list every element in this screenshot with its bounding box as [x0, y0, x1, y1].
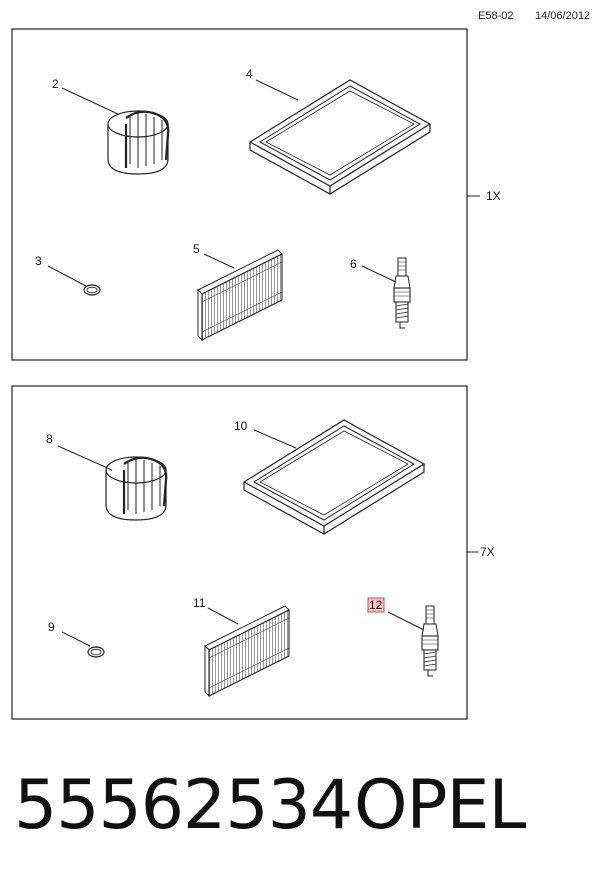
callout-label: 11 — [193, 596, 206, 610]
group-quantity: 7X — [480, 545, 495, 559]
callout-label: 6 — [350, 257, 357, 271]
seal-ring-icon — [87, 646, 105, 658]
spark-plug-icon — [421, 605, 439, 677]
part-number: 55562534 — [14, 766, 353, 845]
oil-filter-icon — [104, 455, 168, 522]
callout-highlight — [367, 597, 385, 613]
cabin-filter-icon — [197, 249, 283, 341]
callout-label: 5 — [193, 242, 200, 256]
callout-label: 2 — [52, 77, 59, 91]
brand-name: OPEL — [354, 766, 526, 845]
callout-label: 8 — [46, 432, 53, 446]
parts-diagram: 1X 2 4 3 5 6 7X 8 10 — [11, 28, 501, 720]
kit-group-2: 7X 8 10 9 11 12 — [11, 385, 495, 720]
cabin-filter-icon — [204, 605, 290, 697]
group-quantity: 1X — [486, 189, 501, 203]
diagram-date: 14/06/2012 — [535, 10, 591, 22]
diagram-code: E58-02 — [478, 10, 514, 22]
air-filter-icon — [249, 79, 431, 195]
callout-label: 10 — [234, 419, 248, 433]
oil-filter-icon — [106, 109, 170, 176]
kit-group-1: 1X 2 4 3 5 6 — [11, 28, 501, 361]
seal-ring-icon — [83, 284, 101, 296]
callout-label[interactable]: 12 — [369, 598, 383, 612]
spark-plug-icon — [393, 257, 411, 329]
callout-label: 3 — [35, 254, 42, 268]
callout-label: 9 — [48, 620, 55, 634]
group-frame — [11, 28, 468, 361]
callout-label: 4 — [246, 67, 253, 81]
